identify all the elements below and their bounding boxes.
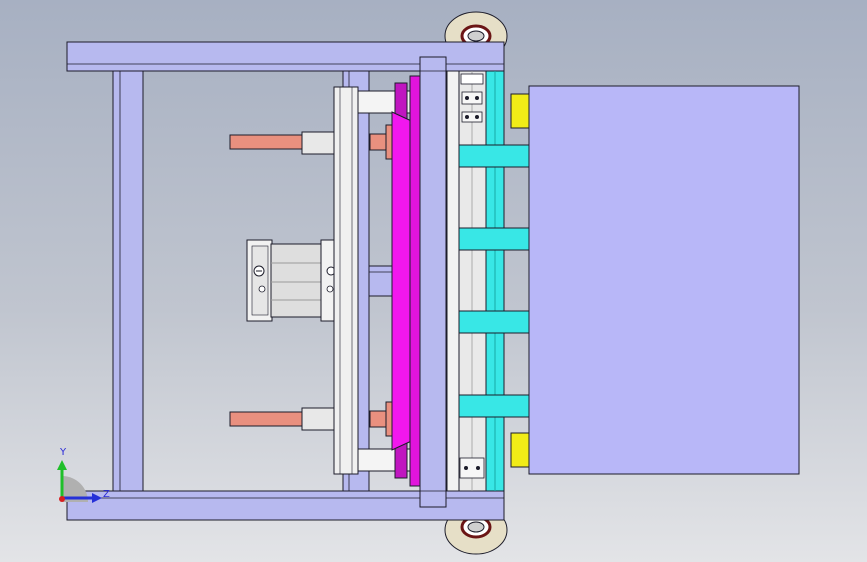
moving-plate <box>333 86 359 475</box>
workpiece-box <box>528 85 800 475</box>
cyan-belt-vertical <box>485 70 505 492</box>
frame-upright-column <box>419 56 447 508</box>
yellow-block-bottom <box>510 432 531 468</box>
air-cylinder <box>246 239 338 322</box>
z-axis-label: Z <box>103 489 110 500</box>
z-arrow-head-icon <box>92 493 102 503</box>
x-axis-dot <box>59 496 65 502</box>
y-arrow-head-icon <box>57 460 67 470</box>
y-axis-label: Y <box>59 447 67 458</box>
coordinate-triad: Y Z <box>57 447 110 503</box>
magenta-press-plate <box>391 75 421 487</box>
yellow-block-top <box>510 93 531 129</box>
piston-rod-top <box>229 124 397 160</box>
cyan-belt-straps <box>458 144 530 418</box>
guide-rail <box>446 70 487 492</box>
frame-left-post <box>112 70 144 492</box>
piston-rod-bottom <box>229 401 397 437</box>
